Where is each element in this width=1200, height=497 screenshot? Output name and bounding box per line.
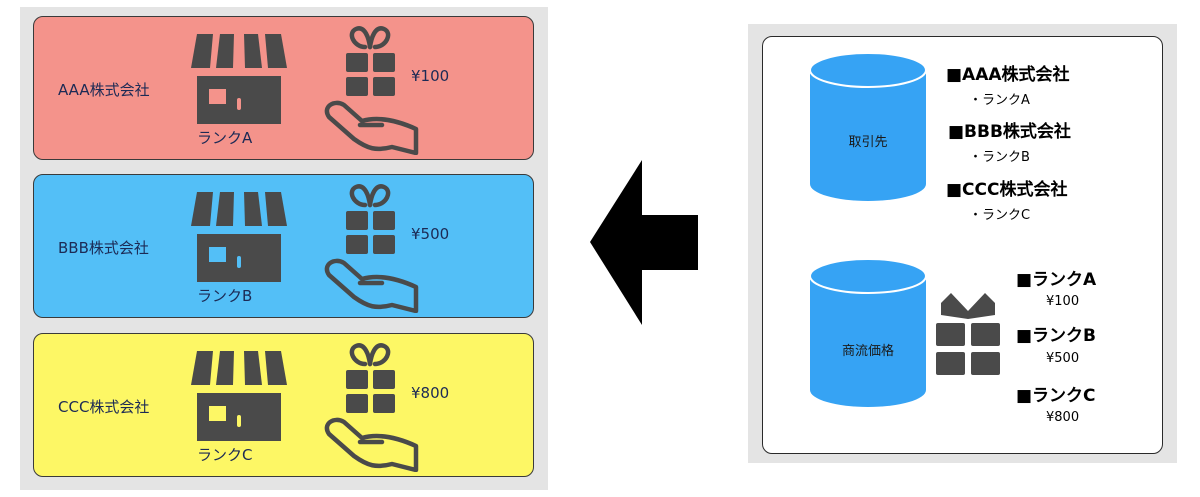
client-entry-company: ■CCC株式会社 [946, 180, 1068, 200]
price-database-label: 商流価格 [841, 344, 894, 359]
store-icon [191, 34, 287, 124]
client-entry-company: ■BBB株式会社 [948, 122, 1071, 142]
clients-database-icon [809, 52, 927, 201]
price-label: ¥500 [411, 225, 450, 243]
company-name: CCC株式会社 [58, 398, 150, 416]
rank-label: ランクA [197, 129, 253, 147]
price-entry-value: ¥500 [1046, 351, 1080, 366]
rank-label: ランクC [197, 446, 253, 464]
company-card: BBB株式会社 ランクB [33, 174, 534, 318]
company-name: AAA株式会社 [58, 81, 150, 99]
client-entry-rank: ・ランクC [969, 208, 1031, 223]
price-entry-value: ¥100 [1046, 294, 1080, 309]
gift-on-hand-icon [324, 184, 419, 313]
price-entry-rank: ■ランクB [1016, 326, 1097, 346]
client-entry-company: ■AAA株式会社 [946, 65, 1070, 85]
company-card: AAA株式会社 ランクA [33, 16, 534, 160]
clients-database-label: 取引先 [848, 135, 888, 150]
price-entry-value: ¥800 [1046, 410, 1080, 425]
price-label: ¥100 [411, 67, 450, 85]
price-entry-rank: ■ランクC [1016, 386, 1096, 406]
store-icon [191, 351, 287, 441]
rank-label: ランクB [197, 287, 253, 305]
store-icon [191, 192, 287, 282]
company-name: BBB株式会社 [58, 239, 149, 257]
price-entry-rank: ■ランクA [1016, 270, 1097, 290]
price-database-icon [809, 258, 927, 407]
left-arrow-icon [590, 160, 698, 325]
client-entry-rank: ・ランクB [969, 150, 1030, 165]
company-card: CCC株式会社 ランクC [33, 333, 534, 477]
gift-on-hand-icon [324, 343, 419, 472]
price-label: ¥800 [411, 384, 450, 402]
gift-on-hand-icon [324, 26, 419, 155]
client-entry-rank: ・ランクA [969, 93, 1030, 108]
gift-box-icon [936, 293, 1000, 375]
